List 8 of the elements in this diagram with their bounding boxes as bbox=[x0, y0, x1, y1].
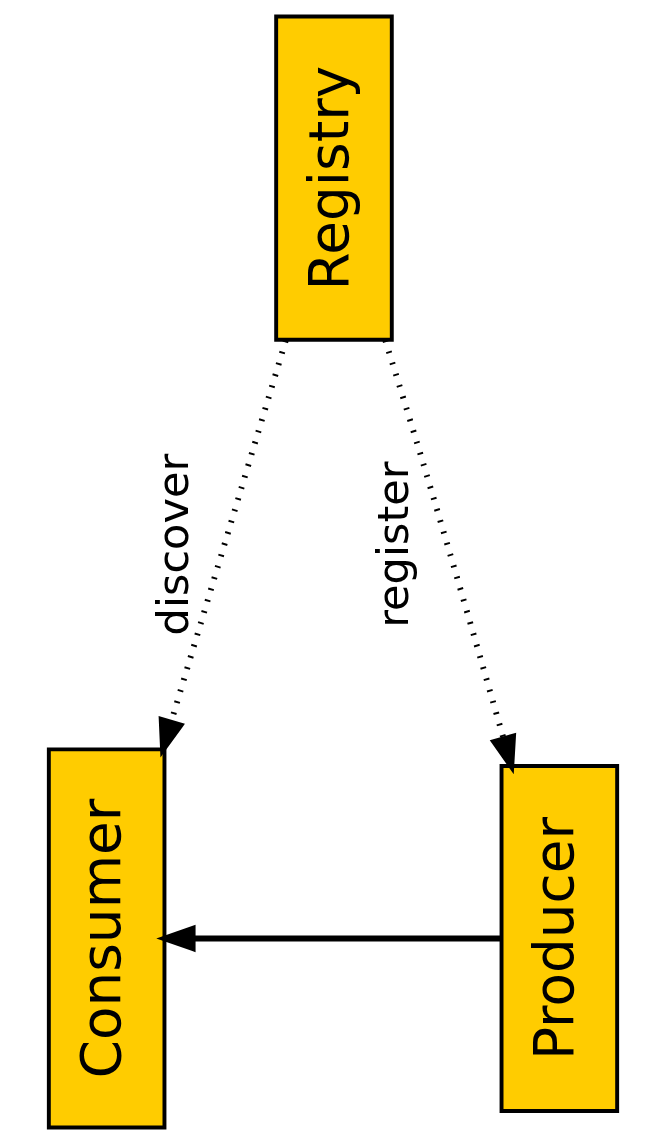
edge-label: register bbox=[367, 461, 418, 628]
arrow bbox=[155, 924, 501, 953]
arrow bbox=[158, 339, 289, 758]
arrow bbox=[381, 339, 516, 775]
edge-label: discover bbox=[147, 453, 198, 636]
node-box: Producer bbox=[499, 764, 619, 1113]
node-box: Registry bbox=[273, 14, 394, 342]
node-box: Consumer bbox=[46, 747, 166, 1130]
